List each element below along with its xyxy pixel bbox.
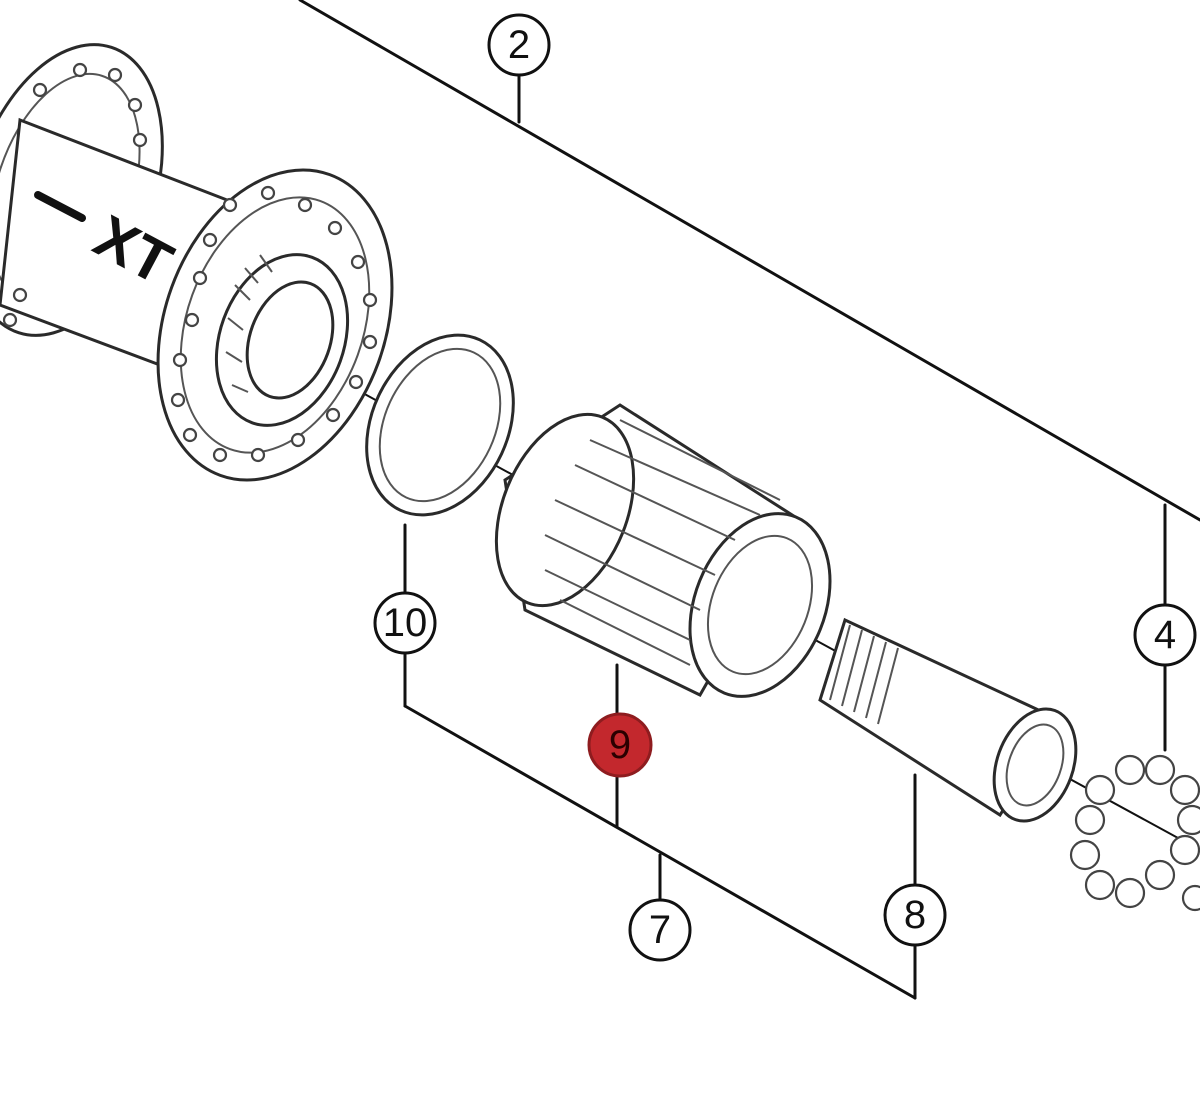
callout-9-highlighted[interactable]: 9 (587, 712, 653, 778)
part-10-washer (365, 333, 515, 517)
svg-text:2: 2 (508, 23, 530, 67)
bearing-balls (1069, 754, 1200, 912)
leader-lines (298, 0, 1200, 1000)
callout-8: 8 (883, 883, 947, 947)
svg-text:4: 4 (1154, 613, 1176, 657)
flange-spoke-holes (2, 62, 378, 463)
callout-10: 10 (373, 591, 437, 655)
svg-text:8: 8 (904, 893, 926, 937)
svg-text:10: 10 (383, 601, 428, 645)
hub-body: XT (0, 43, 394, 482)
callout-2: 2 (487, 13, 551, 77)
svg-text:9: 9 (609, 723, 631, 767)
svg-text:7: 7 (649, 908, 671, 952)
part-8-axle-sleeve (818, 617, 1078, 823)
callout-7: 7 (628, 898, 692, 962)
part-9-freehub-body (494, 403, 832, 698)
callout-4: 4 (1133, 603, 1197, 667)
hub-bore (245, 280, 335, 400)
